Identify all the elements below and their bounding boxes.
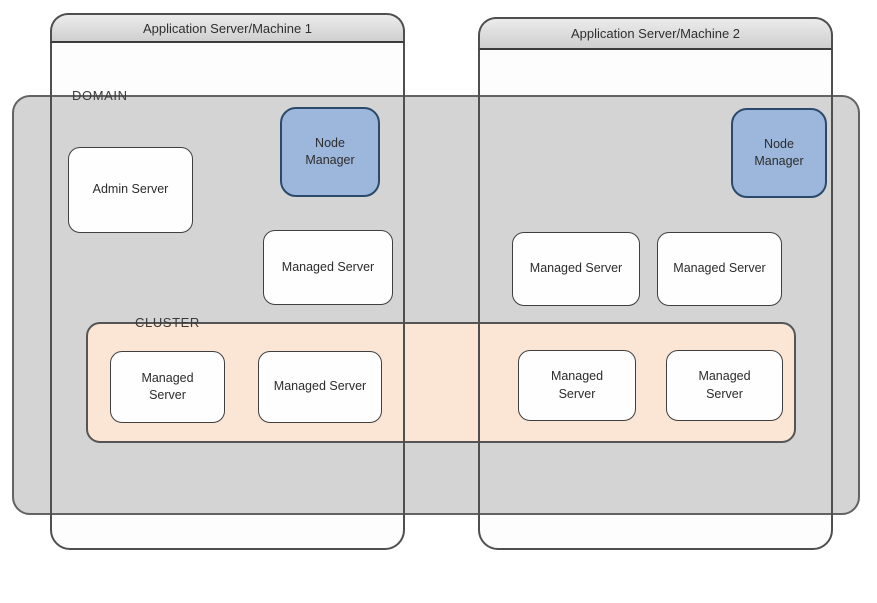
cluster-managed-server-1-machine-2: Managed Server	[518, 350, 636, 421]
node-manager-box-machine-2: Node Manager	[731, 108, 827, 198]
machine-1-frame: Application Server/Machine 1	[50, 13, 405, 550]
cluster-label: CLUSTER	[135, 315, 200, 330]
cluster-managed-server-2-machine-1: Managed Server	[258, 351, 382, 423]
admin-server-box: Admin Server	[68, 147, 193, 233]
machine-1-title: Application Server/Machine 1	[50, 13, 405, 43]
cluster-managed-server-2-machine-2: Managed Server	[666, 350, 783, 421]
node-manager-box-machine-1: Node Manager	[280, 107, 380, 197]
cluster-managed-server-1-machine-1: Managed Server	[110, 351, 225, 423]
domain-label: DOMAIN	[72, 88, 128, 103]
machine-2-frame: Application Server/Machine 2	[478, 17, 833, 550]
managed-server-box-2-machine-2: Managed Server	[657, 232, 782, 306]
managed-server-box-1-machine-2: Managed Server	[512, 232, 640, 306]
managed-server-box-machine-1: Managed Server	[263, 230, 393, 305]
machine-2-title: Application Server/Machine 2	[478, 17, 833, 50]
